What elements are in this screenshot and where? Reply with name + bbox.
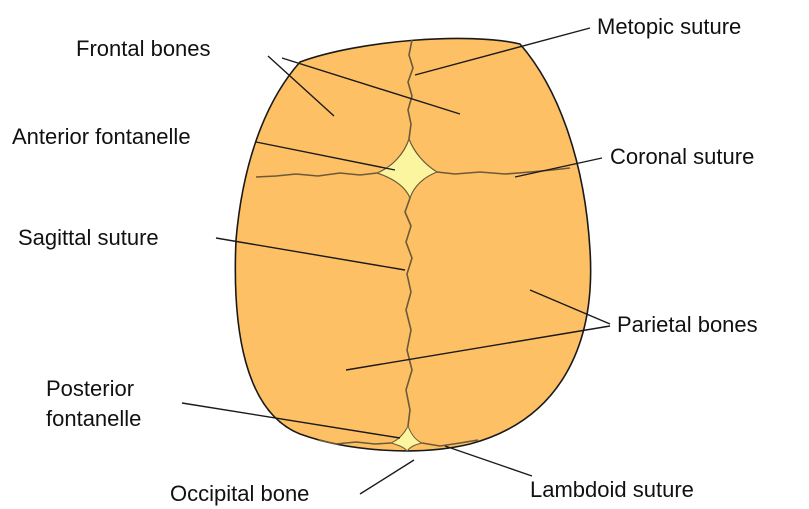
leader-lambdoid [445,446,532,476]
label-anterior-fontanelle: Anterior fontanelle [12,124,191,149]
label-sagittal-suture: Sagittal suture [18,225,159,250]
skull-outline [235,38,590,450]
label-metopic-suture: Metopic suture [597,14,741,39]
label-coronal-suture: Coronal suture [610,144,754,169]
label-occipital-bone: Occipital bone [170,481,309,506]
label-lambdoid-suture: Lambdoid suture [530,477,694,502]
label-parietal-bones: Parietal bones [617,312,758,337]
leader-occipital [360,460,414,494]
label-frontal-bones: Frontal bones [76,36,211,61]
label-posterior-fontanelle-line1: Posterior [46,376,134,401]
label-posterior-fontanelle-line2: fontanelle [46,406,141,431]
